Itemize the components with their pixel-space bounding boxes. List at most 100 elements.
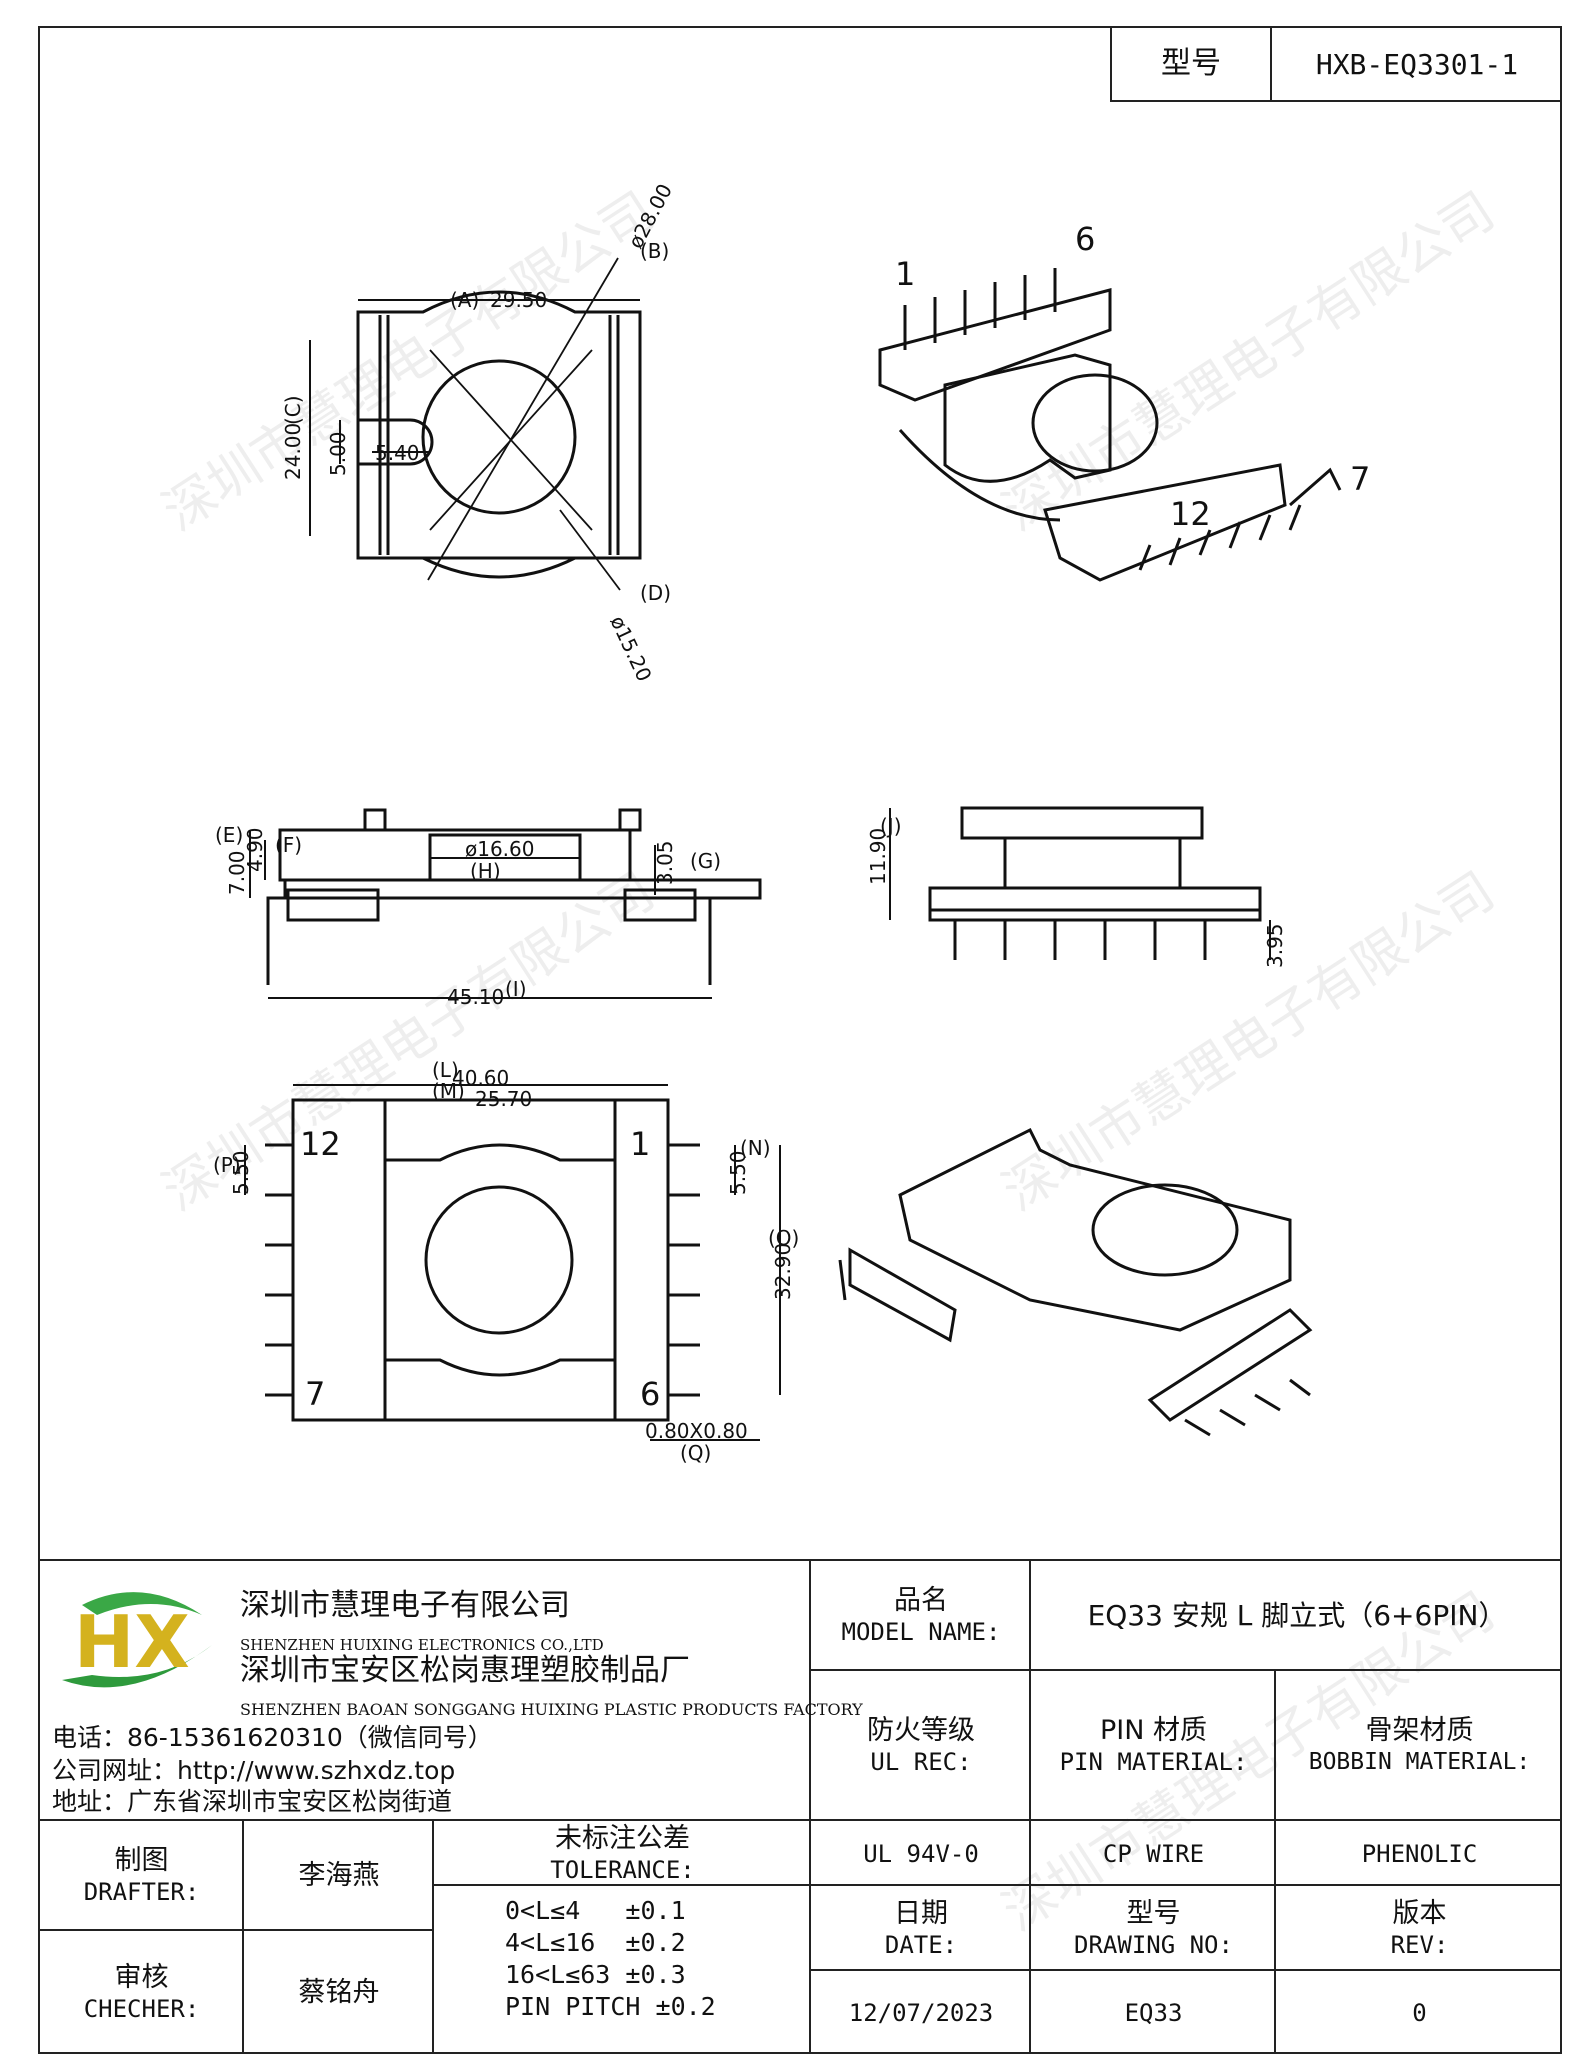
bobbin-material-label: 骨架材质 BOBBIN MATERIAL: [1277,1672,1562,1820]
tolerance-en: TOLERANCE: [550,1855,695,1884]
dim-b-tag: (B) [640,239,669,263]
rev-label: 版本 REV: [1277,1887,1562,1970]
factory-name-cn: 深圳市宝安区松岗惠理塑胶制品厂 [240,1653,690,1688]
factory-name-en: SHENZHEN BAOAN SONGGANG HUIXING PLASTIC … [240,1700,863,1719]
header-model-label: 型号 [1161,46,1221,81]
date-value: 12/07/2023 [848,1999,994,2027]
dim-l-tag: (L) [432,1058,459,1082]
dim-slot-h: 5.00 [326,431,350,476]
iso-pin-12: 12 [1170,495,1211,533]
drawing-no-en: DRAWING NO: [1074,1930,1233,1959]
company-website: 公司网址：http://www.szhxdz.top [52,1756,456,1785]
company-phone: 电话：86-15361620310（微信同号） [52,1723,493,1752]
bottom-view [244,1084,781,1441]
dim-o-tag: (O) [768,1226,799,1250]
drafter-cn: 制图 [114,1845,169,1876]
hx-logo-icon: HX [62,1592,212,1688]
bobbin-material-en: BOBBIN MATERIAL: [1308,1749,1531,1775]
bottom-pin-1: 1 [630,1125,650,1163]
dim-d-tag: (D) [640,581,671,605]
dim-p-tag: (P) [213,1153,241,1177]
checker-name: 蔡铭舟 [298,1977,380,2008]
ul-rec-cn: 防火等级 [867,1715,975,1746]
date-cn: 日期 [894,1897,948,1929]
drawing-sheet [38,26,1562,2054]
tolerance-list: 0<L≤4 ±0.1 4<L≤16 ±0.2 16<L≤63 ±0.3 PIN … [505,1895,805,2023]
date-en: DATE: [884,1930,958,1959]
iso-bottom-view [838,1127,1313,1437]
drawing-no-label: 型号 DRAWING NO: [1032,1887,1275,1970]
header-model-divider [1270,26,1272,102]
model-name-en: MODEL NAME: [841,1618,1001,1646]
model-name-cn: 品名 [894,1585,948,1616]
dim-l-value: 40.60 [452,1066,509,1090]
dim-i-value: 45.10 [447,985,504,1009]
dim-j-value: 11.90 [866,828,890,885]
bobbin-material-cn: 骨架材质 [1365,1715,1474,1746]
dim-e-tag: (E) [215,823,243,847]
bottom-pin-12: 12 [300,1125,341,1163]
dim-q-value: 0.80X0.80 [645,1419,748,1443]
dim-m-value: 25.70 [475,1087,532,1111]
dim-p-value: 5.50 [229,1150,253,1195]
ul-rec-label: 防火等级 UL REC: [812,1672,1030,1820]
checker-cn: 审核 [114,1962,169,1993]
top-view [309,257,642,591]
bobbin-material-value: PHENOLIC [1361,1839,1478,1868]
tolerance-line: 16<L≤63 ±0.3 [505,1960,686,1989]
iso-top-view [878,268,1342,582]
bottom-pin-6: 6 [640,1375,660,1413]
date-label: 日期 DATE: [812,1887,1030,1970]
dim-k-value: 3.95 [1263,923,1287,968]
front-view [249,808,762,999]
technical-drawing: (A) 29.50 ø28.00 (B) 24.00 (C) 5.00 5.40… [213,180,1370,1465]
company-name-cn: 深圳市慧理电子有限公司 [240,1588,570,1623]
tolerance-line: 4<L≤16 ±0.2 [505,1928,686,1957]
dim-e-value: 7.00 [225,850,249,895]
model-name-value: EQ33 安规 L 脚立式（6+6PIN） [1087,1599,1507,1632]
drafter-label: 制图 DRAFTER: [40,1822,243,1930]
company-address: 地址：广东省深圳市宝安区松岗街道 [52,1787,453,1816]
tolerance-label: 未标注公差 TOLERANCE: [435,1822,810,1885]
company-logo: HX [52,1585,222,1695]
pin-material-en: PIN MATERIAL: [1059,1748,1248,1776]
pin-material-label: PIN 材质 PIN MATERIAL: [1032,1672,1275,1820]
dim-a-value: 29.50 [490,288,547,312]
dim-q-tag: (Q) [680,1441,711,1465]
side-view [889,806,1271,960]
dim-g-value: 3.05 [653,840,677,885]
drafter-en: DRAFTER: [83,1878,200,1906]
dim-f-tag: (F) [275,833,302,857]
ul-value: UL 94V-0 [863,1839,979,1868]
rev-cn: 版本 [1392,1897,1447,1929]
dim-m-tag: (M) [432,1079,465,1103]
rev-value: 0 [1412,1999,1427,2027]
dim-h-value: ø16.60 [465,837,535,861]
drafter-name: 李海燕 [298,1860,380,1891]
pin-material-cn: PIN 材质 [1099,1715,1208,1746]
dim-n-value: 5.50 [726,1150,750,1195]
header-model-value: HXB-EQ3301-1 [1315,47,1519,81]
dim-f-value: 4.90 [243,827,267,872]
pin-material-value: CP WIRE [1102,1839,1205,1868]
logo-text: HX [74,1600,190,1684]
dim-h-tag: (H) [470,859,501,883]
iso-pin-6: 6 [1075,220,1095,258]
iso-pin-7: 7 [1350,460,1370,498]
dim-slot-w: 5.40 [375,441,420,465]
drawing-no-cn: 型号 [1126,1897,1181,1929]
tolerance-line: PIN PITCH ±0.2 [505,1992,716,2021]
dim-n-tag: (N) [740,1136,771,1160]
dim-g-tag: (G) [690,849,721,873]
company-name-en: SHENZHEN HUIXING ELECTRONICS CO.,LTD [240,1636,604,1654]
dim-c-tag: (C) [281,395,305,425]
tolerance-cn: 未标注公差 [555,1822,690,1854]
tolerance-line: 0<L≤4 ±0.1 [505,1896,686,1925]
dim-a-tag: (A) [450,288,479,312]
checker-en: CHECHER: [83,1995,200,2023]
bottom-pin-7: 7 [305,1375,325,1413]
dim-o-value: 32.90 [771,1243,795,1300]
dim-c-value: 24.00 [281,423,305,480]
header-model-box [1110,26,1562,102]
